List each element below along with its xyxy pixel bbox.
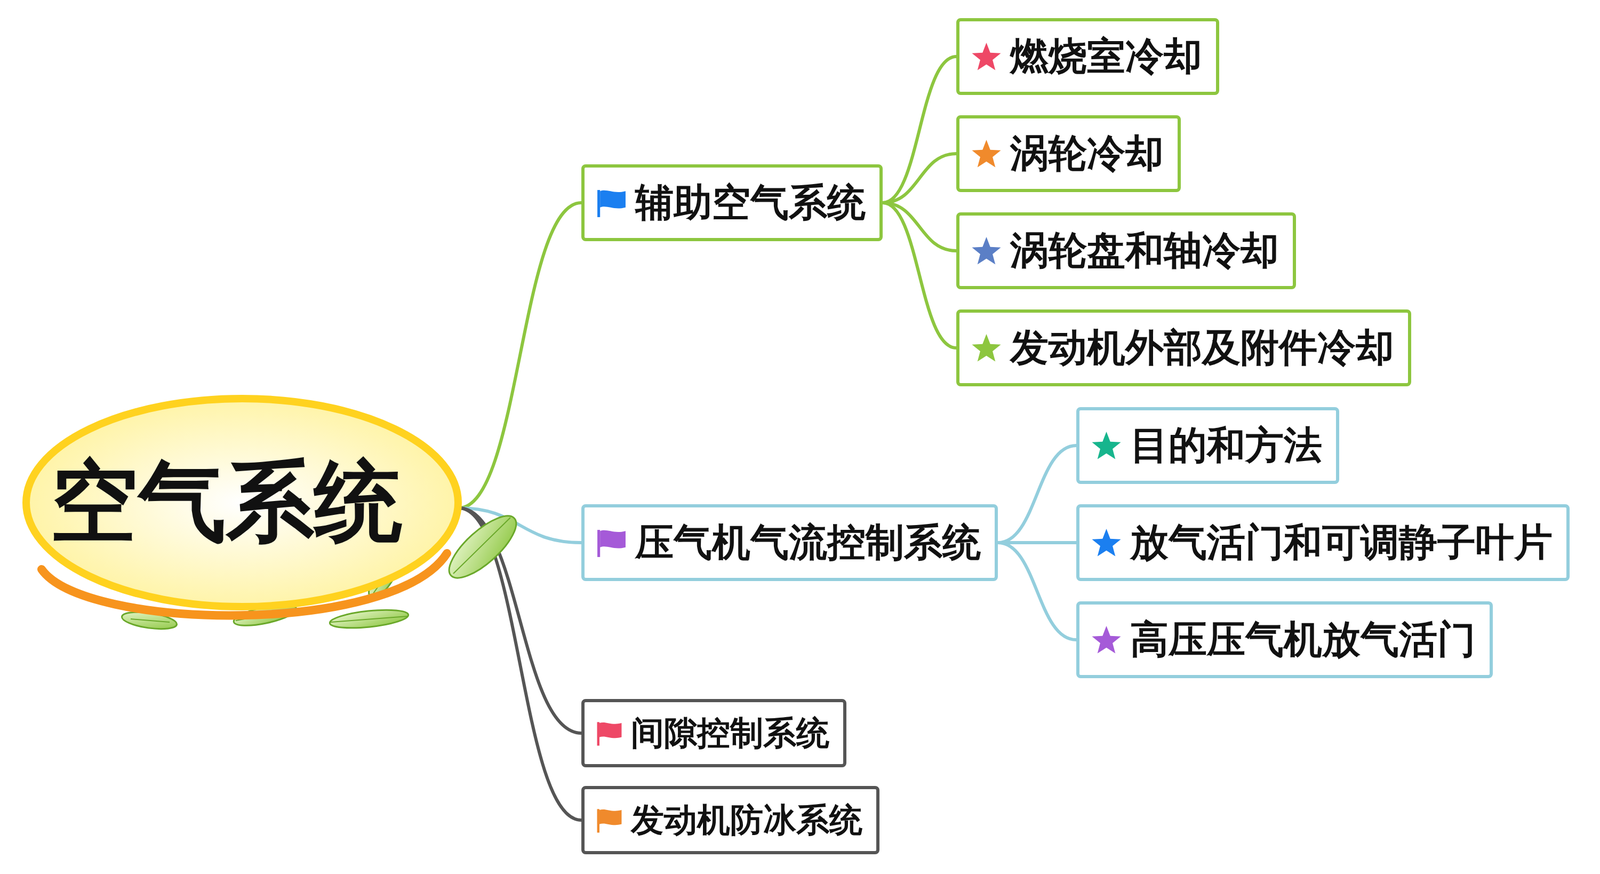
flag-pole (597, 529, 600, 557)
star-icon (1090, 526, 1123, 559)
central-topic: 空气系统 (20, 393, 464, 623)
branch-connector (882, 56, 957, 203)
topic-text: 辅助空气系统 (635, 177, 866, 229)
star-icon (970, 40, 1003, 74)
topic-box: 高压压气机放气活门 (1076, 601, 1493, 678)
star-icon (1090, 623, 1123, 656)
flag-icon (595, 718, 624, 748)
ellipse-outline (26, 398, 459, 607)
star-shape (971, 333, 1001, 362)
flag-icon (595, 186, 628, 220)
topic-box: 涡轮冷却 (956, 115, 1181, 192)
flag-pole (597, 721, 600, 746)
star-icon (970, 137, 1003, 171)
flag-cloth (600, 189, 626, 208)
branch-connector (882, 153, 957, 203)
star-icon (970, 234, 1003, 268)
topic-text: 发动机外部及附件冷却 (1010, 322, 1395, 374)
star-shape (1091, 431, 1121, 460)
topic-text: 目的和方法 (1130, 419, 1323, 471)
topic-box: 涡轮盘和轴冷却 (956, 212, 1296, 290)
star-shape (971, 42, 1001, 71)
topic-box: 发动机防冰系统 (581, 785, 880, 854)
topic-text: 间隙控制系统 (630, 710, 830, 756)
topic-text: 涡轮冷却 (1010, 128, 1164, 180)
topic-box: 辅助空气系统 (581, 164, 883, 242)
topic-box: 间隙控制系统 (581, 698, 847, 767)
branch-connector (997, 540, 1077, 544)
topic-box: 发动机外部及附件冷却 (956, 309, 1412, 387)
branch-connector (997, 445, 1077, 543)
topic-text: 压气机气流控制系统 (635, 516, 981, 568)
topic-text: 放气活门和可调静子叶片 (1130, 516, 1553, 568)
star-shape (1091, 528, 1121, 557)
central-title: 空气系统 (50, 443, 403, 563)
topic-text: 燃烧室冷却 (1010, 30, 1203, 83)
topic-box: 燃烧室冷却 (956, 18, 1220, 95)
branch-connector (458, 202, 582, 508)
star-icon (1090, 429, 1123, 462)
topic-text: 发动机防冰系统 (630, 797, 863, 843)
topic-box: 目的和方法 (1076, 406, 1340, 484)
topic-box: 压气机气流控制系统 (581, 504, 998, 581)
branch-connector (882, 202, 957, 348)
flag-icon (595, 526, 628, 559)
star-icon (970, 331, 1003, 365)
star-shape (971, 236, 1001, 265)
flag-pole (597, 189, 600, 218)
star-shape (1091, 625, 1121, 654)
topic-text: 涡轮盘和轴冷却 (1010, 225, 1279, 277)
flag-icon (595, 805, 624, 835)
topic-box: 放气活门和可调静子叶片 (1076, 504, 1570, 581)
flag-cloth (599, 808, 622, 824)
flag-pole (597, 808, 600, 832)
flag-cloth (599, 721, 622, 738)
flag-cloth (600, 529, 626, 548)
topic-text: 高压压气机放气活门 (1130, 613, 1476, 666)
star-shape (971, 139, 1001, 168)
branch-connector (997, 542, 1077, 640)
